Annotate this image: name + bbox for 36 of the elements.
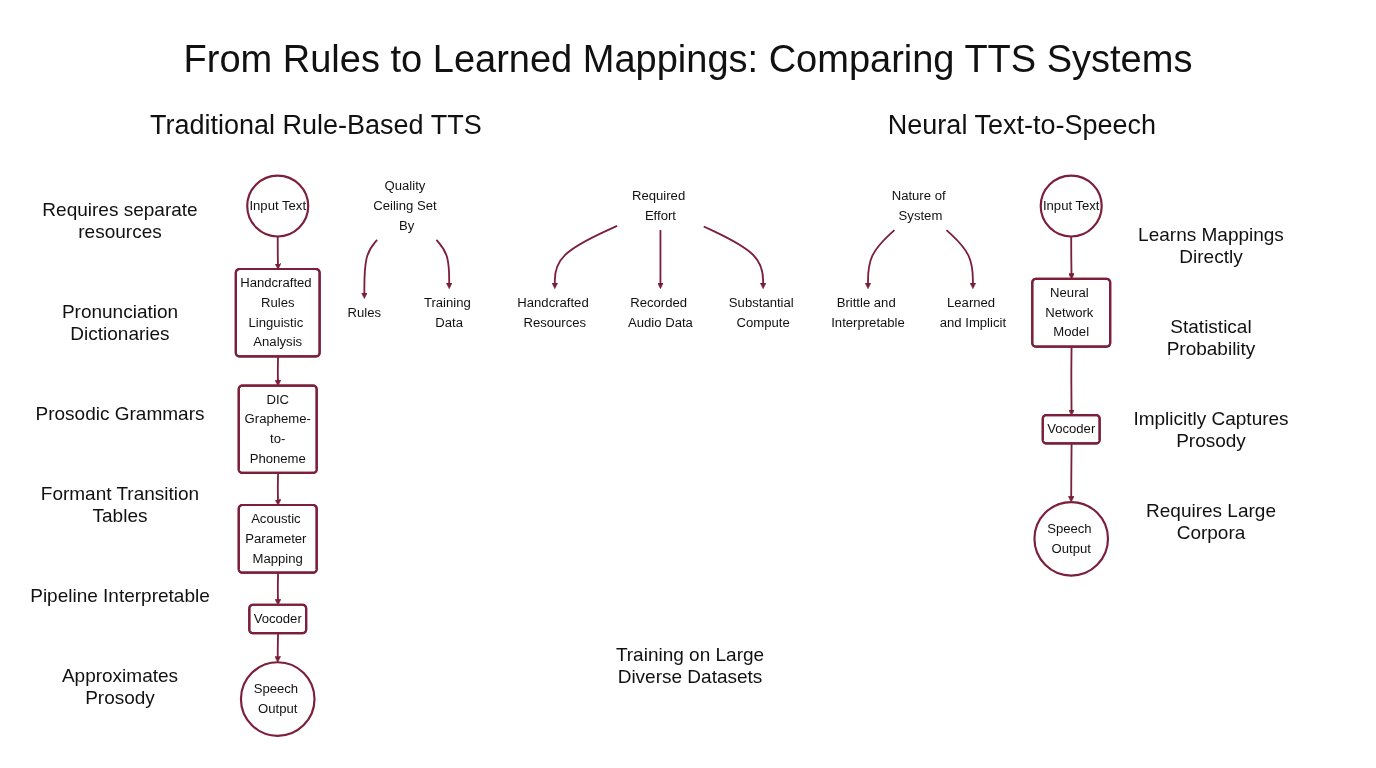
arrow [864, 229, 896, 289]
node-text: Recorded Audio Data [628, 295, 693, 330]
note-text: Pipeline Interpretable [30, 585, 210, 607]
section-heading: Traditional Rule-Based TTS [150, 110, 482, 140]
note-text: Training on Large Diverse Datasets [614, 644, 766, 688]
section-heading: Neural Text-to-Speech [887, 110, 1156, 140]
node-text: Required Effort [632, 188, 686, 223]
note-text: Learns Mappings Directly [1137, 224, 1285, 268]
node-circle: Speech Output [239, 661, 316, 737]
note-text: Requires separate resources [41, 199, 199, 243]
note-text: Pronunciation Dictionaries [60, 301, 180, 345]
arrow [361, 239, 379, 299]
arrow [657, 229, 664, 289]
node-text: Nature of System [891, 188, 946, 223]
node-text: Rules [347, 305, 382, 320]
note-text: Prosodic Grammars [35, 403, 205, 425]
arrow [551, 225, 618, 289]
note-text: Statistical Probability [1165, 316, 1257, 360]
node-circle: Input Text [1039, 174, 1103, 238]
node-circle: Input Text [246, 174, 310, 238]
node-circle: Speech Output [1033, 500, 1110, 577]
node-text: Brittle and Interpretable [831, 295, 905, 330]
arrow [945, 229, 977, 289]
arrow [435, 239, 453, 289]
node-text: Substantial Compute [728, 295, 794, 330]
note-text: Requires Large Corpora [1145, 500, 1277, 544]
node-text: Handcrafted Resources [517, 295, 589, 330]
arrow [1068, 346, 1075, 416]
arrow [702, 225, 767, 289]
node-text: Training Data [423, 295, 471, 330]
note-text: Implicitly Captures Prosody [1132, 408, 1290, 452]
node-text: Quality Ceiling Set By [373, 178, 437, 233]
note-text: Approximates Prosody [60, 665, 180, 709]
diagram-title: From Rules to Learned Mappings: Comparing TTS Systems [183, 38, 1193, 81]
node-text: Learned and Implicit [939, 295, 1007, 330]
note-text: Formant Transition Tables [39, 483, 201, 527]
